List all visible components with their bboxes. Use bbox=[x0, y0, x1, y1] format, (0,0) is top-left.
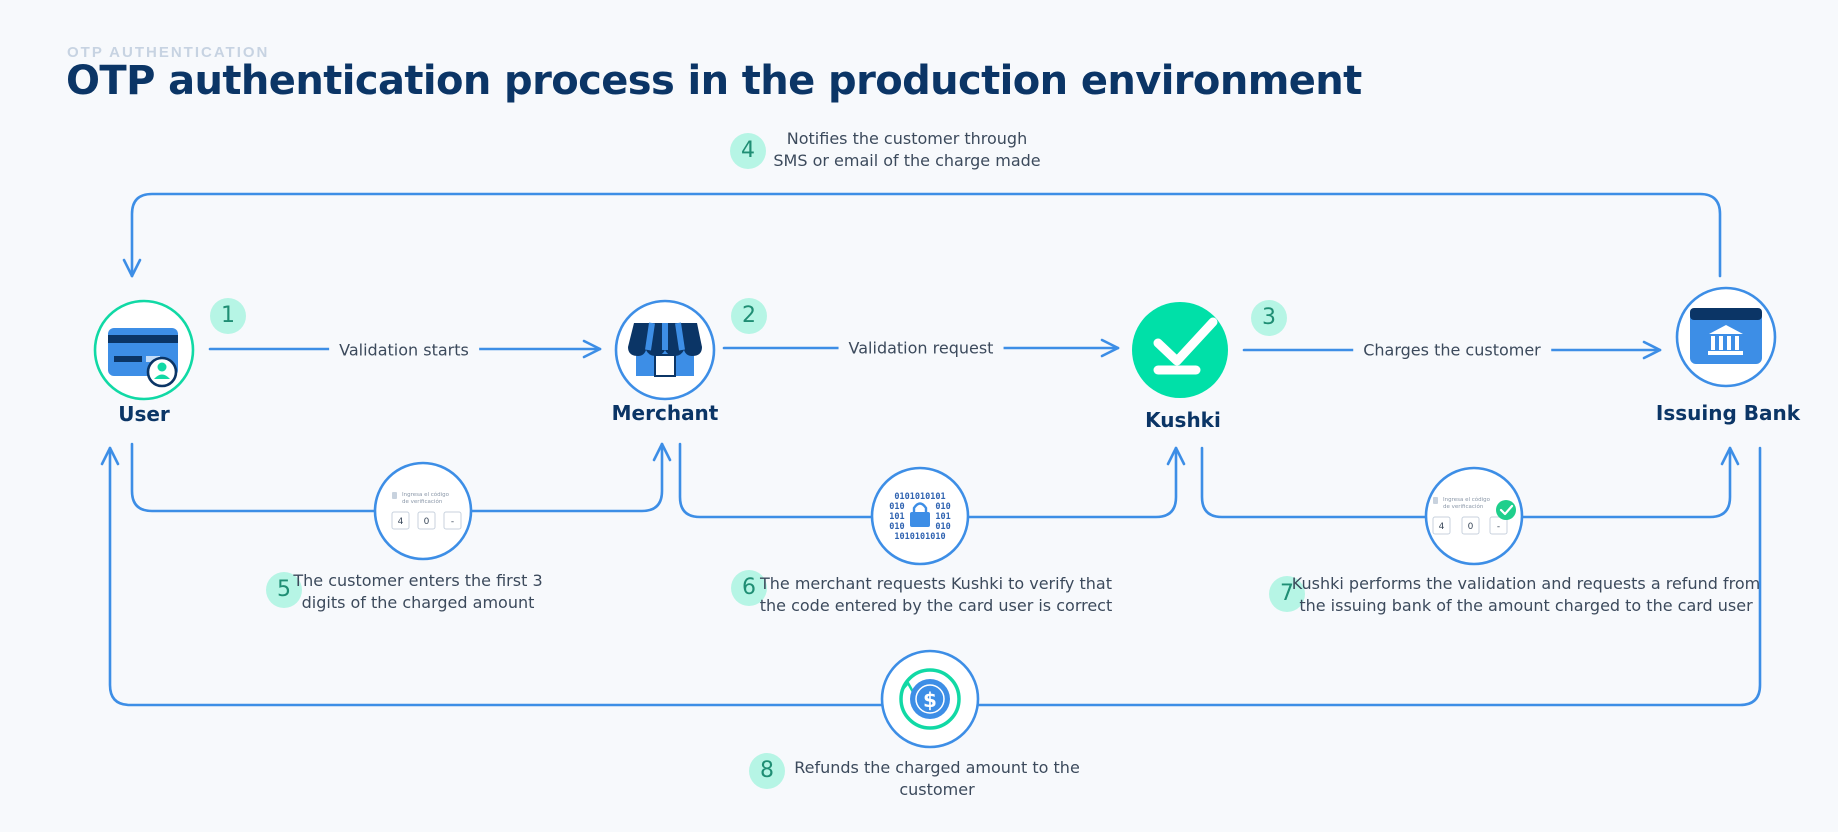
page-title: OTP authentication process in the produc… bbox=[66, 58, 1362, 104]
step-7-line-2: the issuing bank of the amount charged t… bbox=[1299, 596, 1753, 615]
step-5-description: The customer enters the first 3 digits o… bbox=[293, 570, 542, 614]
svg-text:0: 0 bbox=[1468, 522, 1474, 532]
check-circle-icon bbox=[1496, 500, 1516, 520]
refund-dollar-step8: $ bbox=[880, 649, 980, 749]
step-4-description: Notifies the customer through SMS or ema… bbox=[773, 128, 1040, 172]
svg-text:$: $ bbox=[923, 688, 937, 712]
svg-text:de verificación: de verificación bbox=[402, 498, 443, 505]
step-6-description: The merchant requests Kushki to verify t… bbox=[760, 573, 1113, 617]
svg-text:4: 4 bbox=[398, 517, 404, 527]
step-badge-6: 6 bbox=[731, 570, 767, 606]
svg-text:-: - bbox=[451, 517, 454, 527]
step-badge-2: 2 bbox=[731, 298, 767, 334]
step-badge-1: 1 bbox=[210, 298, 246, 334]
step-badge-4: 4 bbox=[730, 133, 766, 169]
step-8-line-2: customer bbox=[899, 780, 975, 799]
svg-text:010 010: 010 010 bbox=[889, 502, 950, 512]
page-eyebrow: OTP AUTHENTICATION bbox=[67, 44, 270, 61]
step-badge-7: 7 bbox=[1269, 576, 1305, 612]
step-6-line-1: The merchant requests Kushki to verify t… bbox=[760, 574, 1112, 593]
step-6-line-2: the code entered by the card user is cor… bbox=[759, 596, 1113, 615]
step-7-line-1: Kushki performs the validation and reque… bbox=[1291, 574, 1761, 593]
step-4-line-1: Notifies the customer through bbox=[786, 129, 1028, 148]
step-8-line-1: Refunds the charged amount to the bbox=[794, 758, 1080, 777]
flow-label-validation-starts: Validation starts bbox=[329, 340, 479, 360]
otp-widget-step5: Ingresa el código de verificación 4 0 - bbox=[373, 461, 473, 561]
bank-node bbox=[1675, 286, 1777, 388]
storefront-icon bbox=[628, 322, 702, 377]
step-4-line-2: SMS or email of the charge made bbox=[773, 151, 1041, 170]
step-5-line-2: digits of the charged amount bbox=[301, 593, 535, 612]
refresh-ring-icon bbox=[899, 668, 961, 730]
bank-building-icon bbox=[1690, 308, 1762, 364]
kushki-check-logo-icon bbox=[1153, 317, 1218, 375]
step-7-description: Kushki performs the validation and reque… bbox=[1292, 573, 1760, 617]
svg-text:0: 0 bbox=[424, 517, 430, 527]
svg-text:Ingresa el código: Ingresa el código bbox=[402, 491, 450, 498]
step-badge-5: 5 bbox=[266, 572, 302, 608]
otp-widget-verified-step7: Ingresa el código de verificación 4 0 - bbox=[1424, 466, 1524, 566]
merchant-label: Merchant bbox=[611, 401, 719, 425]
svg-text:4: 4 bbox=[1439, 522, 1445, 532]
kushki-label: Kushki bbox=[1145, 408, 1221, 432]
svg-text:0101010101: 0101010101 bbox=[894, 492, 945, 502]
user-node bbox=[93, 299, 195, 401]
svg-text:-: - bbox=[1497, 522, 1500, 532]
step-8-description: Refunds the charged amount to the custom… bbox=[794, 757, 1080, 801]
flow-line-notify bbox=[122, 192, 1722, 278]
svg-text:1010101010: 1010101010 bbox=[894, 532, 945, 542]
issuing-bank-label: Issuing Bank bbox=[1655, 401, 1801, 425]
step-badge-8: 8 bbox=[749, 753, 785, 789]
step-5-line-1: The customer enters the first 3 bbox=[293, 571, 543, 590]
credit-card-user-icon bbox=[108, 328, 178, 388]
user-label: User bbox=[118, 402, 170, 426]
svg-text:de verificación: de verificación bbox=[1443, 503, 1484, 510]
binary-lock-step6: 0101010101 010 010 101 101 010 010 10101… bbox=[870, 466, 970, 566]
flow-label-charges-customer: Charges the customer bbox=[1353, 340, 1551, 360]
kushki-node bbox=[1132, 302, 1228, 398]
step-badge-3: 3 bbox=[1251, 300, 1287, 336]
svg-text:Ingresa el código: Ingresa el código bbox=[1443, 496, 1491, 503]
flow-label-validation-request: Validation request bbox=[838, 338, 1004, 358]
lock-icon bbox=[392, 492, 397, 499]
lock-icon bbox=[1433, 497, 1438, 504]
padlock-icon bbox=[910, 502, 930, 527]
merchant-node bbox=[614, 299, 716, 401]
